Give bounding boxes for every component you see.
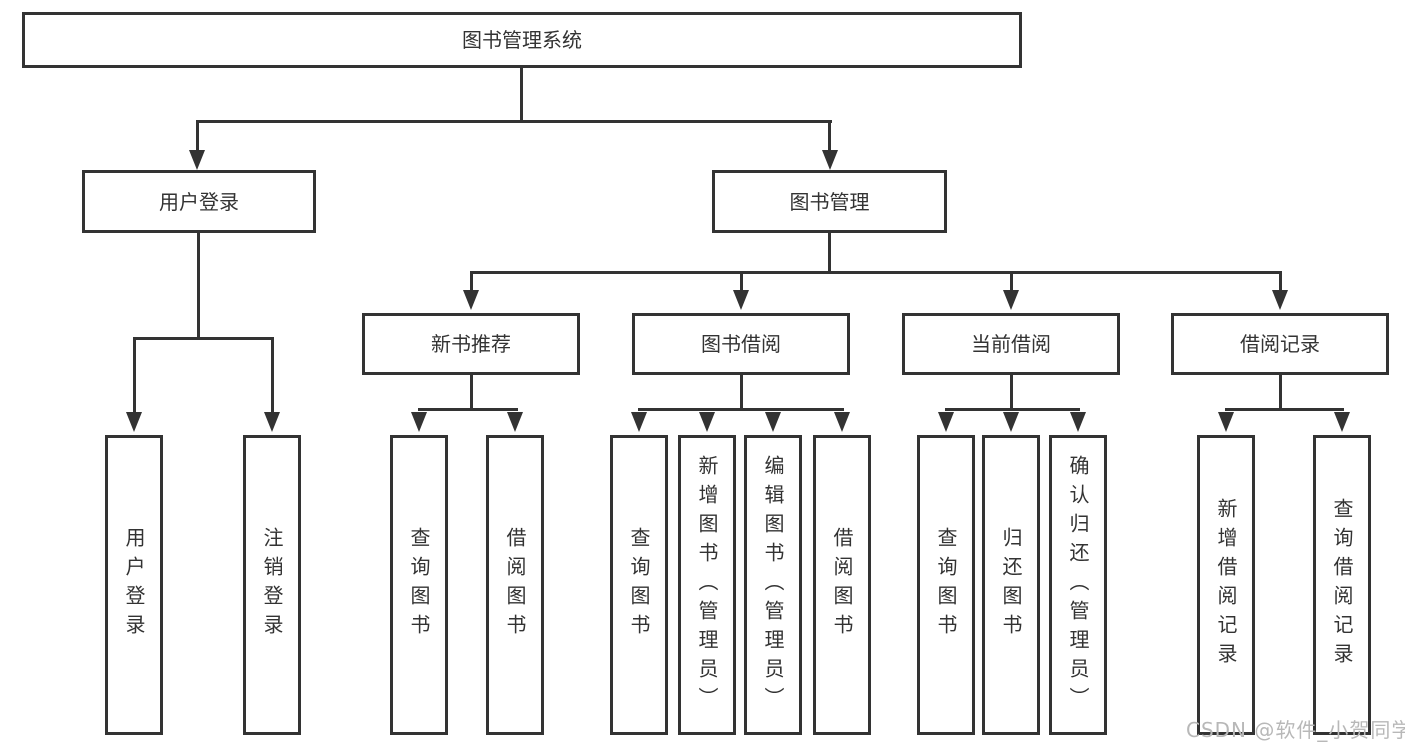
arrow-down-icon <box>733 290 749 310</box>
connector-line <box>638 408 844 411</box>
arrow-down-icon <box>1218 412 1234 432</box>
arrow-down-icon <box>822 150 838 170</box>
arrow-down-icon <box>1003 412 1019 432</box>
connector-line <box>740 373 743 411</box>
connector-line <box>196 120 199 152</box>
leaf-borrow-books-borrow: 借阅图书 <box>813 435 871 735</box>
arrow-down-icon <box>1334 412 1350 432</box>
arrow-down-icon <box>264 412 280 432</box>
connector-line <box>197 230 200 340</box>
connector-line <box>1279 271 1282 293</box>
node-root: 图书管理系统 <box>22 12 1022 68</box>
arrow-down-icon <box>834 412 850 432</box>
connector-line <box>418 408 518 411</box>
leaf-query-books-recommend: 查询图书 <box>390 435 448 735</box>
connector-line <box>1010 271 1013 293</box>
arrow-down-icon <box>631 412 647 432</box>
leaf-query-books-borrow: 查询图书 <box>610 435 668 735</box>
connector-line <box>520 66 523 122</box>
leaf-logout: 注销登录 <box>243 435 301 735</box>
arrow-down-icon <box>765 412 781 432</box>
leaf-user-login: 用户登录 <box>105 435 163 735</box>
connector-line <box>1010 373 1013 411</box>
leaf-query-books-current: 查询图书 <box>917 435 975 735</box>
node-current-borrow: 当前借阅 <box>902 313 1120 375</box>
arrow-down-icon <box>189 150 205 170</box>
connector-line <box>470 373 473 411</box>
leaf-borrow-books-recommend: 借阅图书 <box>486 435 544 735</box>
connector-line <box>196 120 832 123</box>
connector-line <box>470 271 473 293</box>
leaf-confirm-return-admin: 确认归还（管理员） <box>1049 435 1107 735</box>
arrow-down-icon <box>1003 290 1019 310</box>
arrow-down-icon <box>463 290 479 310</box>
arrow-down-icon <box>411 412 427 432</box>
leaf-add-book-admin: 新增图书（管理员） <box>678 435 736 735</box>
arrow-down-icon <box>1272 290 1288 310</box>
leaf-edit-book-admin: 编辑图书（管理员） <box>744 435 802 735</box>
connector-line <box>470 271 1281 274</box>
watermark: CSDN @软件_小贺同学 <box>1186 718 1405 742</box>
leaf-return-book: 归还图书 <box>982 435 1040 735</box>
arrow-down-icon <box>126 412 142 432</box>
connector-line <box>1225 408 1344 411</box>
connector-line <box>828 230 831 274</box>
connector-line <box>945 408 1080 411</box>
connector-line <box>133 337 274 340</box>
node-book-borrow: 图书借阅 <box>632 313 850 375</box>
leaf-query-borrow-record: 查询借阅记录 <box>1313 435 1371 735</box>
arrow-down-icon <box>699 412 715 432</box>
node-book-management: 图书管理 <box>712 170 947 233</box>
leaf-add-borrow-record: 新增借阅记录 <box>1197 435 1255 735</box>
connector-line <box>1279 373 1282 411</box>
connector-line <box>740 271 743 293</box>
arrow-down-icon <box>1070 412 1086 432</box>
connector-line <box>828 120 831 152</box>
node-user-login: 用户登录 <box>82 170 316 233</box>
arrow-down-icon <box>938 412 954 432</box>
connector-line <box>271 337 274 414</box>
node-borrow-records: 借阅记录 <box>1171 313 1389 375</box>
node-new-book-recommend: 新书推荐 <box>362 313 580 375</box>
arrow-down-icon <box>507 412 523 432</box>
connector-line <box>133 337 136 414</box>
